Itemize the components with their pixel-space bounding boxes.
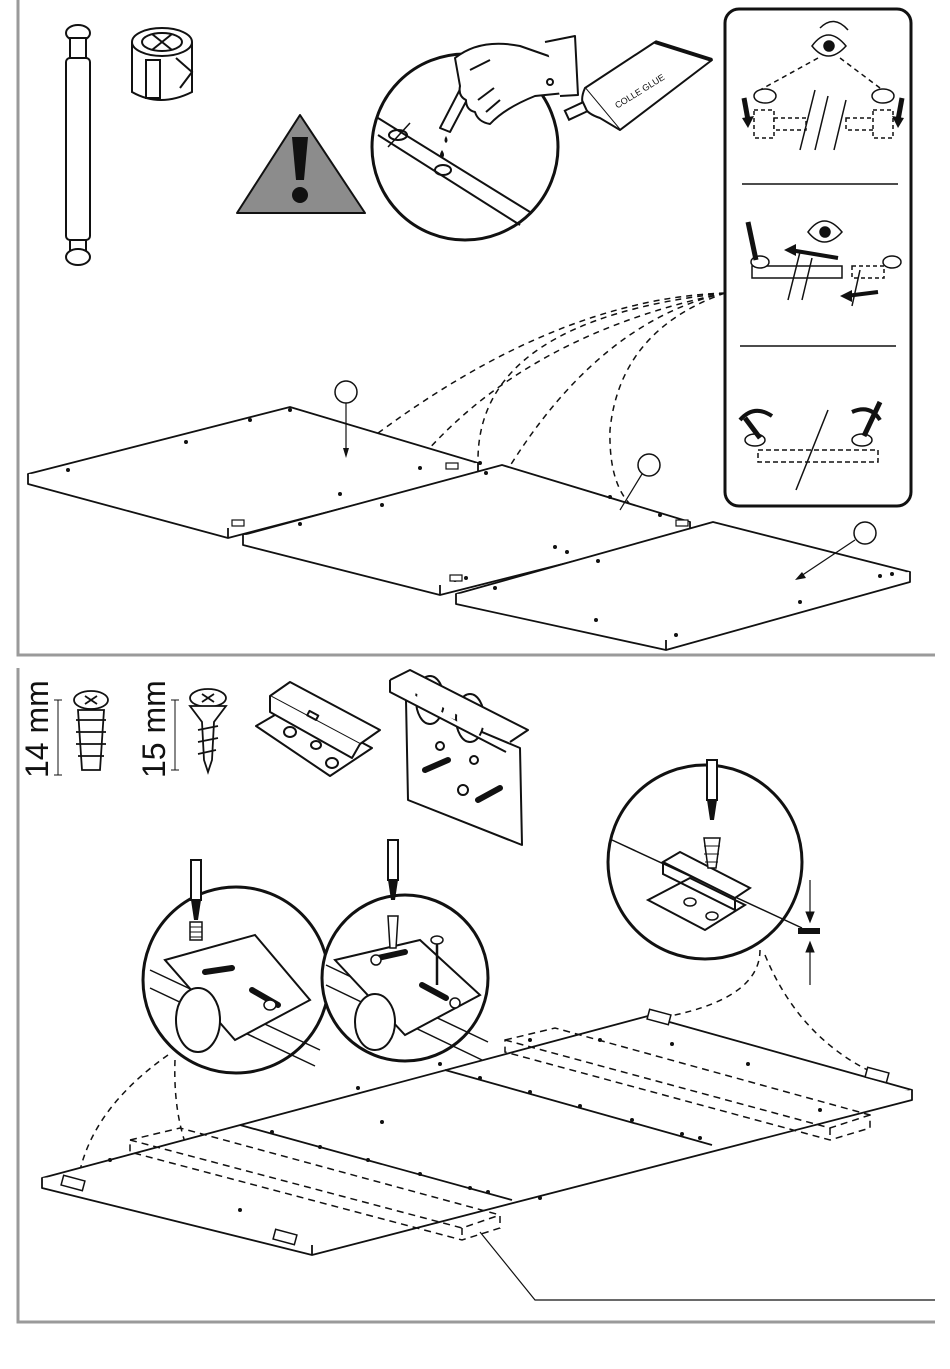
screwdriver-icon [388,840,398,900]
cam-lock-instruction-box [725,9,911,506]
panel-marker-2 [620,454,660,510]
screw-15mm-length: 15 mm [136,680,172,778]
wood-screw-icon [190,689,226,772]
screw-14mm: 14 mm [19,680,108,778]
leader-line [480,1232,935,1300]
detail-circle-roller-a [143,860,329,1073]
warning-triangle-icon [237,115,365,213]
dowel-pin-icon [66,25,90,265]
detail-circle-hinge [608,760,802,959]
hinge-bracket-icon [256,682,380,776]
screw-14mm-length: 14 mm [19,680,55,778]
assembled-door [42,1016,912,1255]
cam-lock-icon [132,28,192,100]
detail-circle-roller-b [322,840,488,1061]
roller-plate-icon [390,670,528,845]
screw-15mm: 15 mm [136,680,226,778]
glue-tube-icon: COLLE GLUE [565,42,712,130]
cam-insert-screw-icon [74,691,108,770]
thickness-gauge [798,880,820,985]
